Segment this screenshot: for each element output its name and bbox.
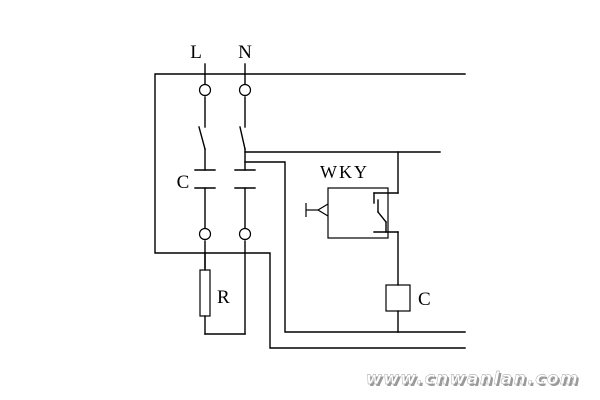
control-return xyxy=(244,161,466,333)
terminal-lower-l xyxy=(198,227,212,241)
thermostat xyxy=(305,187,389,239)
watermark: www.cnwanlan.com xyxy=(366,369,579,389)
thermostat-contact xyxy=(373,151,399,286)
switch-blade-l xyxy=(198,126,206,150)
top-bus xyxy=(154,73,466,349)
watermark-shadow: www.cnwanlan.com xyxy=(368,371,581,391)
resistor-label: R xyxy=(217,287,230,308)
terminal-upper-l xyxy=(198,83,212,97)
terminal-lower-n xyxy=(238,227,252,241)
terminal-label-l: L xyxy=(190,42,202,63)
terminal-label-n: N xyxy=(238,42,252,63)
coil-label: C xyxy=(418,289,431,310)
contactor-contacts xyxy=(194,169,256,189)
thermostat-label: WKY xyxy=(320,162,369,182)
contactor-label: C xyxy=(177,172,190,193)
terminal-upper-n xyxy=(238,83,252,97)
switch-blade-n xyxy=(239,126,246,150)
resistor xyxy=(199,252,246,335)
contactor-coil xyxy=(385,284,411,312)
